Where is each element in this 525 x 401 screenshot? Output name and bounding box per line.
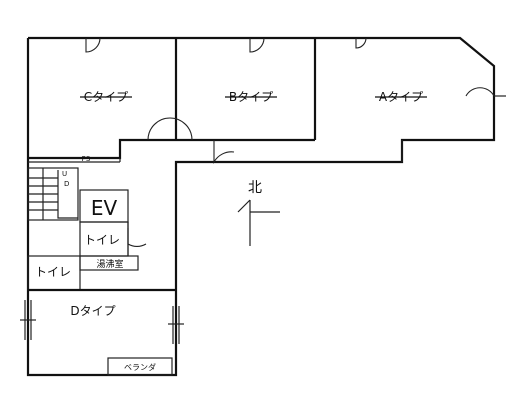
- veranda-label: ベランダ: [124, 362, 156, 372]
- corridor-wall: [28, 138, 315, 160]
- north-label: 北: [248, 180, 262, 196]
- window-right: [168, 306, 184, 344]
- door-swings: [85, 37, 506, 247]
- toilet-label-1: トイレ: [84, 233, 120, 247]
- room-label-d: Dタイプ: [70, 304, 115, 318]
- ps-label: PS: [82, 155, 91, 163]
- toilet-label-2: トイレ: [35, 265, 71, 279]
- hot-water-room-label: 湯沸室: [96, 258, 123, 270]
- elevator-label: EV: [91, 196, 118, 220]
- window-left: [20, 300, 36, 340]
- stair-up-label: U: [62, 170, 67, 178]
- staircase: [28, 168, 78, 220]
- stair-down-label: D: [64, 180, 69, 188]
- compass-arrow: [237, 199, 280, 246]
- veranda-box: [107, 357, 173, 376]
